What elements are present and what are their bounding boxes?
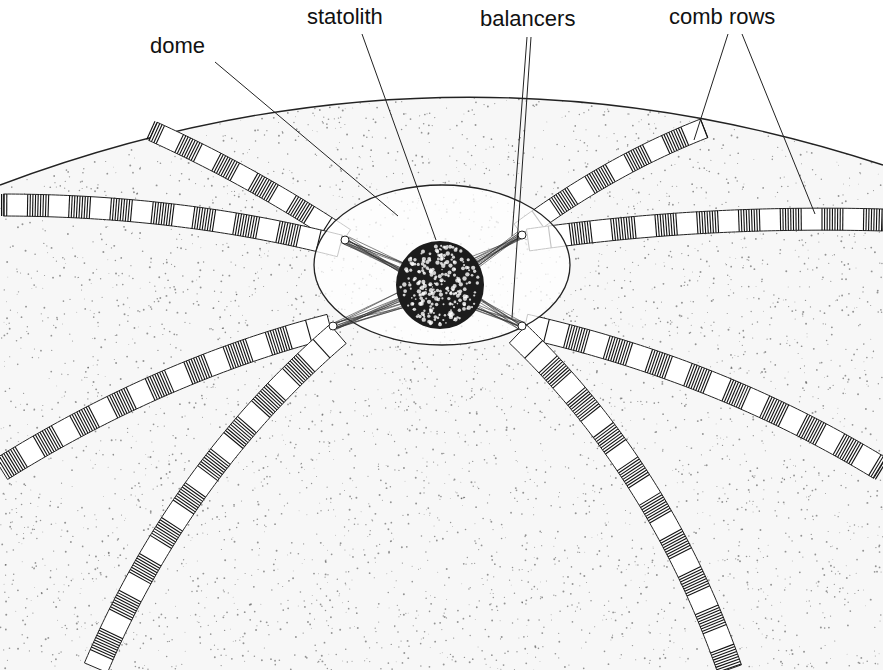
figure-stage: domestatolithbalancerscomb rows [0, 0, 883, 670]
